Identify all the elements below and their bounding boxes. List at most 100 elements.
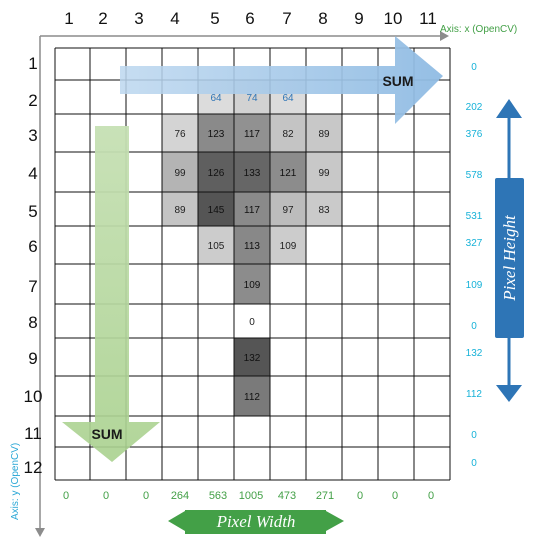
vertical-sum-label: SUM bbox=[91, 426, 122, 442]
shaded-cell bbox=[198, 114, 234, 152]
cell-value: 89 bbox=[318, 129, 330, 140]
horizontal-sum-arrow bbox=[120, 36, 443, 124]
column-index-label: 7 bbox=[282, 9, 291, 28]
cell-value: 105 bbox=[208, 241, 225, 252]
shaded-cell bbox=[198, 226, 234, 264]
row-index-label: 12 bbox=[24, 458, 43, 477]
shaded-cell bbox=[162, 192, 198, 226]
shaded-cell bbox=[306, 192, 342, 226]
row-sum-value: 112 bbox=[466, 389, 482, 400]
column-sum-value: 473 bbox=[278, 490, 296, 502]
cell-value: 132 bbox=[244, 353, 261, 364]
column-sum-value: 0 bbox=[428, 490, 434, 502]
pixel-height-label: Pixel Height bbox=[500, 214, 519, 302]
row-sum-value: 531 bbox=[466, 211, 483, 222]
row-sum-value: 0 bbox=[471, 321, 477, 332]
row-index-label: 1 bbox=[28, 54, 37, 73]
cell-value: 112 bbox=[244, 392, 260, 403]
cell-value: 113 bbox=[244, 241, 260, 252]
shaded-cell bbox=[306, 114, 342, 152]
shaded-cell bbox=[270, 152, 306, 192]
row-sum-value: 0 bbox=[471, 62, 477, 73]
cell-value: 99 bbox=[318, 168, 330, 179]
column-sum-value: 271 bbox=[316, 490, 334, 502]
column-index-label: 11 bbox=[419, 9, 437, 28]
shaded-cell bbox=[234, 376, 270, 416]
shaded-cell bbox=[198, 152, 234, 192]
vertical-sum-arrow bbox=[62, 126, 160, 462]
cell-value: 64 bbox=[210, 93, 222, 104]
shaded-cell bbox=[162, 114, 198, 152]
row-index-label: 8 bbox=[28, 313, 37, 332]
axis-x-arrowhead bbox=[440, 31, 449, 41]
row-index-label: 5 bbox=[28, 202, 37, 221]
row-sum-value: 0 bbox=[471, 430, 477, 441]
shaded-cell bbox=[234, 338, 270, 376]
cell-value: 126 bbox=[208, 168, 225, 179]
column-index-label: 8 bbox=[318, 9, 327, 28]
row-index-label: 11 bbox=[24, 424, 42, 443]
shaded-cell bbox=[234, 264, 270, 304]
row-sum-value: 327 bbox=[466, 238, 483, 249]
column-index-label: 6 bbox=[245, 9, 254, 28]
shaded-cell bbox=[270, 192, 306, 226]
column-sum-value: 0 bbox=[103, 490, 109, 502]
cell-value: 0 bbox=[249, 317, 255, 328]
cell-value: 145 bbox=[208, 205, 225, 216]
cell-value: 99 bbox=[174, 168, 186, 179]
cell-value: 64 bbox=[282, 93, 294, 104]
shaded-cell bbox=[270, 226, 306, 264]
axis-y-label: Axis: y (OpenCV) bbox=[10, 443, 21, 520]
column-index-label: 1 bbox=[64, 9, 73, 28]
column-sum-value: 563 bbox=[209, 490, 227, 502]
cell-value: 76 bbox=[174, 129, 186, 140]
cell-value: 109 bbox=[280, 241, 297, 252]
shaded-cell bbox=[234, 192, 270, 226]
row-sum-value: 132 bbox=[466, 348, 483, 359]
row-sum-value: 578 bbox=[466, 170, 483, 181]
row-index-label: 4 bbox=[28, 164, 37, 183]
cell-value: 117 bbox=[244, 129, 260, 140]
row-sum-value: 109 bbox=[466, 280, 483, 291]
cell-value: 97 bbox=[282, 205, 294, 216]
horizontal-sum-label: SUM bbox=[382, 73, 413, 89]
column-sum-value: 1005 bbox=[239, 490, 263, 502]
column-sum-value: 264 bbox=[171, 490, 189, 502]
column-index-label: 9 bbox=[354, 9, 363, 28]
cell-value: 83 bbox=[318, 205, 330, 216]
axis-x-label: Axis: x (OpenCV) bbox=[440, 24, 517, 35]
row-index-label: 10 bbox=[24, 387, 43, 406]
axis-y-arrowhead bbox=[35, 528, 45, 537]
cell-value: 74 bbox=[246, 93, 258, 104]
cell-value: 123 bbox=[208, 129, 225, 140]
cell-value: 82 bbox=[282, 129, 294, 140]
row-sum-values: 0 202 376 578 531 327 109 0 132 112 0 0 bbox=[466, 62, 483, 469]
column-sum-values: 0 0 0 264 563 1005 473 271 0 0 0 bbox=[63, 490, 434, 502]
shaded-cell bbox=[234, 152, 270, 192]
column-index-label: 5 bbox=[210, 9, 219, 28]
pixel-height-arrow: Pixel Height bbox=[495, 99, 524, 402]
column-index-label: 4 bbox=[170, 9, 179, 28]
pixel-width-label: Pixel Width bbox=[216, 512, 296, 531]
column-sum-value: 0 bbox=[63, 490, 69, 502]
row-index-label: 9 bbox=[28, 349, 37, 368]
shaded-cell bbox=[270, 114, 306, 152]
column-index-label: 10 bbox=[384, 9, 403, 28]
row-sum-value: 0 bbox=[471, 458, 477, 469]
cell-value: 89 bbox=[174, 205, 186, 216]
row-index-label: 3 bbox=[28, 126, 37, 145]
row-sum-value: 202 bbox=[466, 102, 483, 113]
row-sum-value: 376 bbox=[466, 129, 483, 140]
cell-value: 133 bbox=[244, 168, 261, 179]
row-index-label: 2 bbox=[28, 91, 37, 110]
shaded-cell bbox=[162, 152, 198, 192]
cell-value: 117 bbox=[244, 205, 260, 216]
column-index-label: 3 bbox=[134, 9, 143, 28]
column-sum-value: 0 bbox=[143, 490, 149, 502]
column-sum-value: 0 bbox=[392, 490, 398, 502]
column-sum-value: 0 bbox=[357, 490, 363, 502]
